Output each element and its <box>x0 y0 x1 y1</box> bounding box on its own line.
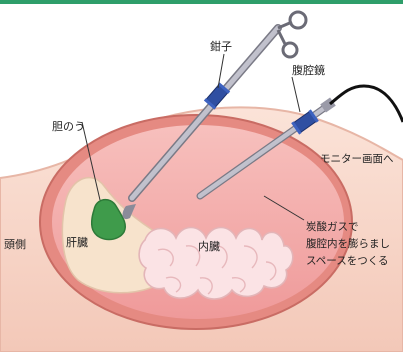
leader-laparoscope <box>292 77 300 112</box>
label-monitor: モニター画面へ <box>320 153 394 165</box>
label-head-side: 頭側 <box>4 238 26 251</box>
label-liver: 肝臓 <box>66 236 88 249</box>
label-gallbladder: 胆のう <box>52 120 85 133</box>
label-gas-line3: スペースをつくる <box>306 255 389 267</box>
label-forceps: 鉗子 <box>210 39 232 53</box>
label-gas-line1: 炭酸ガスで <box>306 220 359 233</box>
forceps-handle-ring-top <box>290 12 306 28</box>
monitor-cable <box>330 86 403 122</box>
leader-forceps <box>218 54 224 88</box>
label-laparoscope: 腹腔鏡 <box>292 63 325 77</box>
intestines <box>139 228 293 300</box>
label-gas-line2: 腹腔内を膨らまし <box>306 237 390 250</box>
label-intestine: 内臓 <box>198 239 220 253</box>
header-band <box>0 0 403 4</box>
